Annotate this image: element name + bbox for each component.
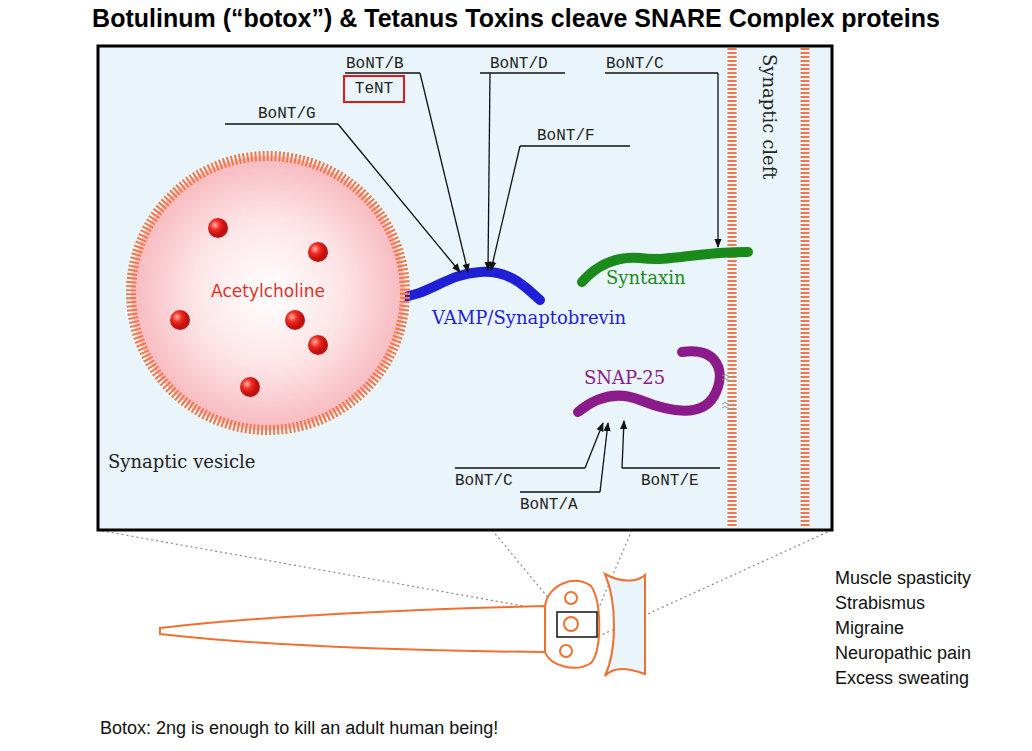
- acetylcholine-molecule: [308, 335, 328, 355]
- label-rule: [520, 145, 630, 146]
- protein-label: Syntaxin: [606, 268, 686, 289]
- note-text: Botox: 2ng is enough to kill an adult hu…: [100, 718, 498, 739]
- zoom-marker: [557, 612, 597, 637]
- postsynaptic-membrane: [801, 48, 810, 528]
- toxin-label: BoNT/G: [258, 105, 316, 123]
- vesicle-icon: [564, 617, 578, 631]
- acetylcholine-molecule: [285, 310, 305, 330]
- axon-terminal: [545, 581, 599, 668]
- protein-label: SNAP-25: [584, 368, 665, 389]
- acetylcholine-molecule: [240, 377, 260, 397]
- vamp-protein: [395, 272, 540, 300]
- clinical-use: Excess sweating: [835, 668, 969, 689]
- clinical-use: Neuropathic pain: [835, 643, 971, 664]
- anchor-mark: [722, 375, 734, 378]
- leader-arrow: [585, 423, 603, 468]
- vesicle-membrane: [131, 156, 405, 430]
- presynaptic-membrane: [728, 48, 737, 528]
- clinical-use: Migraine: [835, 618, 904, 639]
- snap25-protein: [578, 351, 720, 412]
- label-rule: [622, 467, 720, 468]
- zoom-panel: [98, 46, 832, 530]
- toxin-label: TeNT: [355, 80, 393, 98]
- leader-arrow: [717, 73, 718, 247]
- postsynaptic-cell: [605, 574, 645, 676]
- toxin-label: BoNT/A: [520, 496, 578, 514]
- toxin-label: BoNT/F: [537, 127, 595, 145]
- toxin-label: BoNT/B: [346, 55, 404, 73]
- label-rule: [520, 491, 600, 492]
- axon: [160, 606, 546, 652]
- anchor-mark: [722, 379, 734, 382]
- acetylcholine-molecule: [170, 310, 190, 330]
- title: Botulinum (“botox”) & Tetanus Toxins cle…: [0, 4, 1032, 33]
- synaptic-vesicle: Acetylcholine: [125, 150, 411, 436]
- neuron: [160, 574, 645, 676]
- toxin-label: BoNT/C: [455, 472, 513, 490]
- label-rule: [225, 123, 338, 124]
- region-label: Synaptic vesicle: [108, 452, 255, 473]
- toxin-label: BoNT/D: [490, 55, 548, 73]
- acetylcholine-molecule: [308, 242, 328, 262]
- acetylcholine-molecule: [208, 218, 228, 238]
- protein-label: VAMP/Synaptobrevin: [432, 308, 626, 329]
- vesicle-icon: [565, 592, 577, 604]
- leader-arrow: [491, 146, 520, 270]
- molecule-label: Acetylcholine: [211, 281, 325, 301]
- leader-arrow: [622, 421, 624, 468]
- toxin-label: BoNT/C: [606, 55, 664, 73]
- anchor-mark: [722, 403, 734, 406]
- highlight-box: TeNT: [343, 75, 405, 103]
- leader-arrow: [600, 423, 608, 492]
- anchor-marks: [722, 375, 734, 410]
- leader-arrow: [488, 73, 490, 270]
- zoom-line: [97, 530, 557, 612]
- toxin-label: BoNT/E: [641, 472, 699, 490]
- leader-arrow: [420, 73, 468, 272]
- vesicle-icon: [560, 645, 572, 657]
- clinical-use: Strabismus: [835, 593, 925, 614]
- label-rule: [455, 467, 585, 468]
- clinical-use: Muscle spasticity: [835, 568, 971, 589]
- anchor-mark: [722, 407, 734, 410]
- region-label: Synaptic cleft: [758, 54, 779, 180]
